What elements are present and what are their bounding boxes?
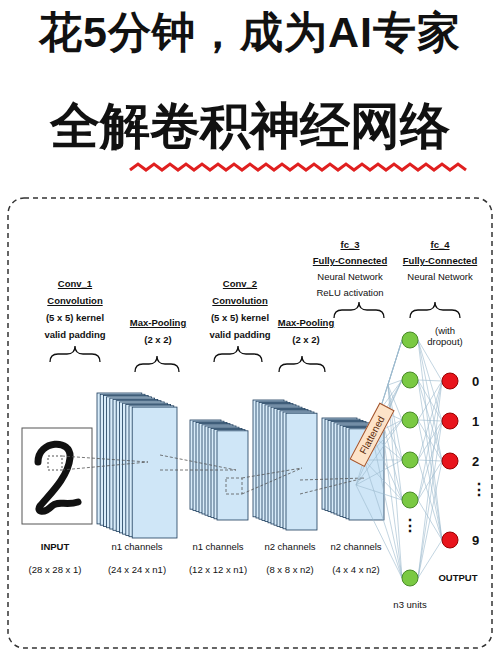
subtitle: 全解卷积神经网络 xyxy=(0,98,500,156)
layer-label: Max-Pooling xyxy=(130,318,186,329)
output-unit: 9 xyxy=(441,531,479,549)
hidden-unit xyxy=(402,452,418,468)
layer-label: Fully-Connected xyxy=(403,256,477,267)
layer-label: (4 x 4 x n2) xyxy=(332,565,380,576)
receptive-field-lines xyxy=(62,455,364,494)
dense-line xyxy=(388,385,402,460)
output-dot xyxy=(442,373,458,389)
braces xyxy=(50,302,460,372)
dense-line xyxy=(418,340,442,540)
dense-line xyxy=(418,381,442,420)
layer-label: n1 channels xyxy=(111,542,162,553)
dense-line xyxy=(364,460,402,578)
hidden-unit xyxy=(402,570,418,586)
dense-line xyxy=(418,540,442,578)
layer-label: Conv_2 xyxy=(223,279,257,290)
layer-label: INPUT xyxy=(41,542,70,553)
layer-label: Max-Pooling xyxy=(278,318,334,329)
layer-label: (8 x 8 x n2) xyxy=(266,565,314,576)
dense-line xyxy=(418,381,442,460)
layer-label: (2 x 2) xyxy=(144,335,171,346)
layer-label: Convolution xyxy=(212,296,267,307)
digit-label: 0 xyxy=(472,374,479,389)
layer-label: n2 channels xyxy=(264,542,315,553)
layer-label: (with dropout) xyxy=(420,326,470,348)
output-unit: 2 xyxy=(441,452,479,470)
dense-line xyxy=(418,380,442,540)
layer-label: valid padding xyxy=(44,330,105,341)
layer-label: OUTPUT xyxy=(438,573,477,584)
layer-label: Neural Network xyxy=(317,272,382,283)
digit-label: 9 xyxy=(472,533,479,548)
dense-line xyxy=(418,421,442,500)
input-image xyxy=(22,428,92,524)
output-dot xyxy=(442,453,458,469)
output-dot xyxy=(442,532,458,548)
dense-line xyxy=(418,381,442,500)
title: 花5分钟，成为AI专家 xyxy=(0,8,500,57)
output-circle xyxy=(441,372,459,390)
hidden-units xyxy=(402,332,418,586)
output-circle xyxy=(441,412,459,430)
digit-label: 2 xyxy=(472,454,479,469)
dense-line xyxy=(380,410,402,578)
layer-label: (24 x 24 x n1) xyxy=(108,565,166,576)
layer-label: ⋮ xyxy=(402,518,418,534)
zigzag-underline xyxy=(130,164,466,170)
dense-line xyxy=(356,485,402,500)
feature-map xyxy=(217,431,248,520)
digit-label: 1 xyxy=(472,414,479,429)
output-circle xyxy=(441,452,459,470)
layer-label: ⋮ xyxy=(471,482,487,498)
output-unit: 1 xyxy=(441,412,479,430)
layer-label: fc_3 xyxy=(340,240,359,251)
hidden-unit xyxy=(402,332,418,348)
dense-line xyxy=(418,380,442,381)
dense-line xyxy=(418,380,442,461)
dense-line xyxy=(364,460,402,461)
layer-label: fc_4 xyxy=(430,240,449,251)
hidden-unit xyxy=(402,412,418,428)
dense-line xyxy=(418,381,442,578)
dense-line xyxy=(418,461,442,578)
layer-label: (5 x 5) kernel xyxy=(46,313,104,324)
layer-label: (2 x 2) xyxy=(292,335,319,346)
output-unit: 0 xyxy=(441,372,479,390)
layer-label: Fully-Connected xyxy=(313,256,387,267)
layer-label: n2 channels xyxy=(330,542,381,553)
hidden-unit xyxy=(402,492,418,508)
feature-map xyxy=(286,413,317,530)
layer-label: valid padding xyxy=(209,330,270,341)
hidden-unit xyxy=(402,372,418,388)
output-circle xyxy=(441,531,459,549)
layer-label: (5 x 5) kernel xyxy=(211,313,269,324)
output-dot xyxy=(442,413,458,429)
layer-label: Convolution xyxy=(47,296,102,307)
dashed-frame xyxy=(8,198,492,648)
dense-line xyxy=(372,435,402,500)
layer-label: ReLU activation xyxy=(316,288,383,299)
dense-line xyxy=(372,435,402,578)
dense-line xyxy=(418,421,442,578)
layer-label: Conv_1 xyxy=(58,279,92,290)
layer-label: (12 x 12 x n1) xyxy=(189,565,247,576)
feature-map-stacks xyxy=(97,393,384,538)
dense-line xyxy=(418,380,442,421)
feature-map xyxy=(132,407,177,538)
layer-label: n3 units xyxy=(393,600,426,611)
layer-label: Neural Network xyxy=(407,272,472,283)
layer-label: n1 channels xyxy=(192,542,243,553)
layer-label: (28 x 28 x 1) xyxy=(29,565,82,576)
